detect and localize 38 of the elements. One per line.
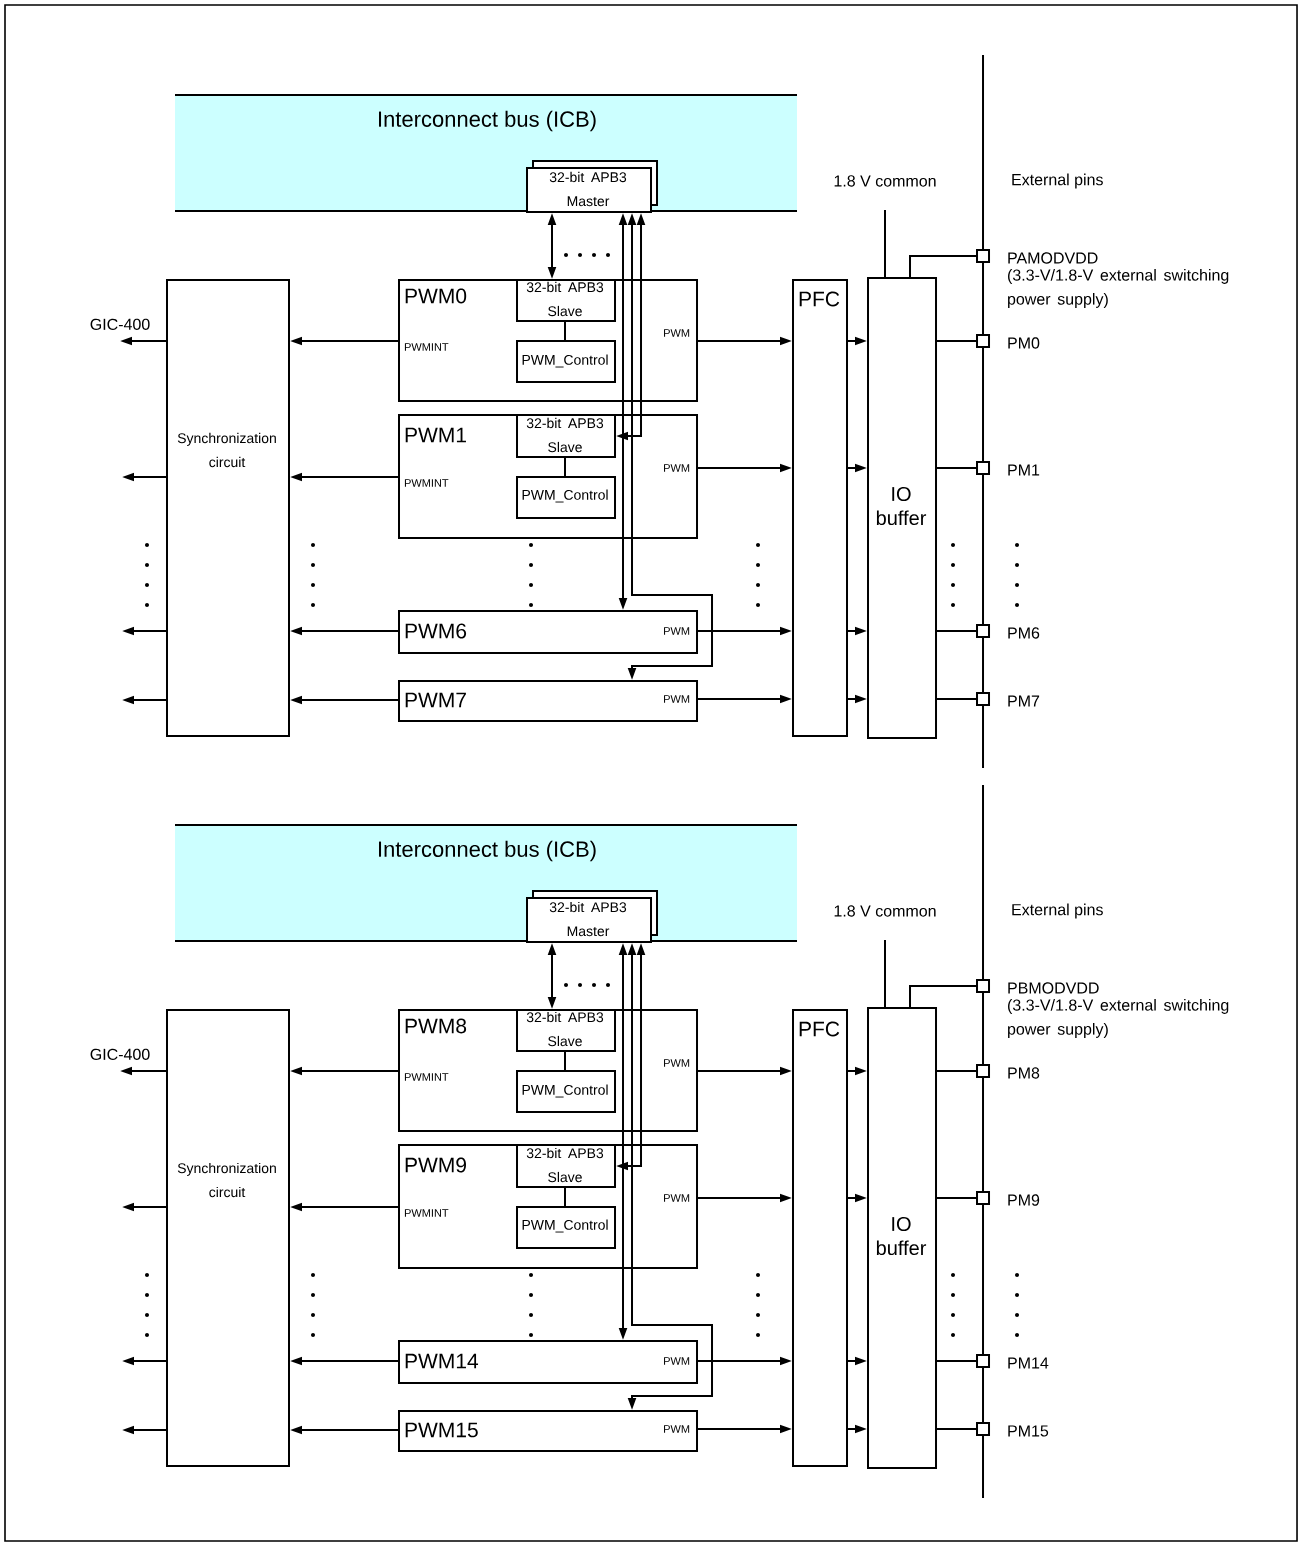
pin-label: PM15 <box>1008 1425 1049 1437</box>
master-box: 32-bit APB3 Master <box>526 890 658 943</box>
pwm-block: PWM7 PWM <box>398 680 698 722</box>
pfc-box: PFC <box>792 1009 848 1467</box>
pin-label: PM9 <box>1008 1194 1040 1206</box>
slave-box: 32-bit APB3 Slave <box>516 414 616 458</box>
circuit-box: Synchronization circuit <box>166 1009 290 1467</box>
circuit-box: Synchronization circuit <box>166 279 290 737</box>
master-box: 32-bit APB3 Master <box>526 160 658 213</box>
pin-label: PM0 <box>1008 337 1040 349</box>
slave-box: 32-bit APB3 Slave <box>516 1144 616 1188</box>
pin-label: PM1 <box>1008 464 1040 476</box>
pwm-block: PWM14 PWM <box>398 1340 698 1384</box>
control-box: PWM_Control <box>516 1206 616 1249</box>
pin-label: PM6 <box>1008 627 1040 639</box>
pwm-block: PWM15 PWM <box>398 1410 698 1452</box>
pin-label: PAMODVDD <box>1008 252 1098 264</box>
buffer-box: IO buffer <box>867 1007 937 1469</box>
pins-label: External pins <box>1012 903 1103 919</box>
pin-note: (3.3-V/1.8-V external switching power supply) <box>1008 269 1229 308</box>
pfc-box: PFC <box>792 279 848 737</box>
slave-box: 32-bit APB3 Slave <box>516 1009 616 1052</box>
pins-label: External pins <box>1012 173 1103 189</box>
pin-label: PBMODVDD <box>1008 982 1099 994</box>
control-box: PWM_Control <box>516 340 616 383</box>
pin-label: PM14 <box>1008 1357 1049 1369</box>
signal-label: GIC-400 <box>90 318 150 330</box>
supply-label: 1.8 V common <box>834 175 936 187</box>
pin-label: PM7 <box>1008 695 1040 707</box>
slave-box: 32-bit APB3 Slave <box>516 279 616 322</box>
pin-note: (3.3-V/1.8-V external switching power supply) <box>1008 999 1229 1038</box>
control-box: PWM_Control <box>516 476 616 519</box>
control-box: PWM_Control <box>516 1070 616 1113</box>
signal-label: GIC-400 <box>90 1048 150 1060</box>
pwm-block: PWM6 PWM <box>398 610 698 654</box>
supply-label: 1.8 V common <box>834 905 936 917</box>
buffer-box: IO buffer <box>867 277 937 739</box>
pin-label: PM8 <box>1008 1067 1040 1079</box>
